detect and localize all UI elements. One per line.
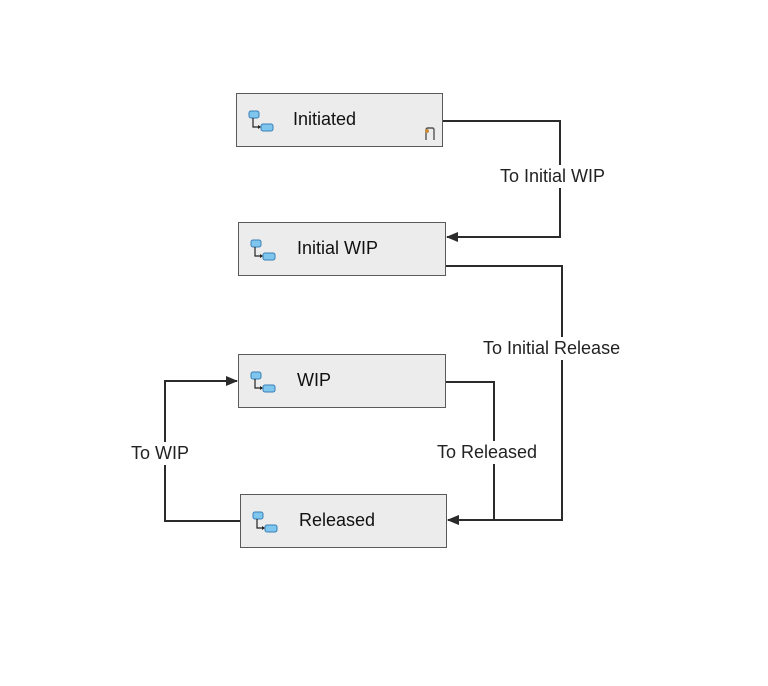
transition-label-to-released[interactable]: To Released	[435, 441, 540, 464]
transition-label-to-initial-wip[interactable]: To Initial WIP	[498, 165, 608, 188]
state-label: WIP	[297, 370, 331, 390]
state-node-released[interactable]: Released	[240, 494, 447, 548]
state-icon	[250, 239, 276, 261]
start-state-icon	[425, 127, 435, 140]
edge-to-initial-release[interactable]	[446, 265, 563, 525]
state-label: Initiated	[293, 109, 357, 129]
state-node-wip[interactable]: WIP	[238, 354, 446, 408]
state-node-initial-wip[interactable]: Initial WIP	[238, 222, 446, 276]
state-node-initiated[interactable]: Initiated	[236, 93, 443, 147]
state-icon	[248, 110, 274, 132]
transition-label-to-initial-release[interactable]: To Initial Release	[481, 337, 623, 360]
state-label: Initial WIP	[297, 238, 379, 258]
state-icon	[250, 371, 276, 393]
transition-label-to-wip[interactable]: To WIP	[129, 442, 192, 465]
state-icon	[252, 511, 278, 533]
state-label: Released	[299, 510, 376, 530]
